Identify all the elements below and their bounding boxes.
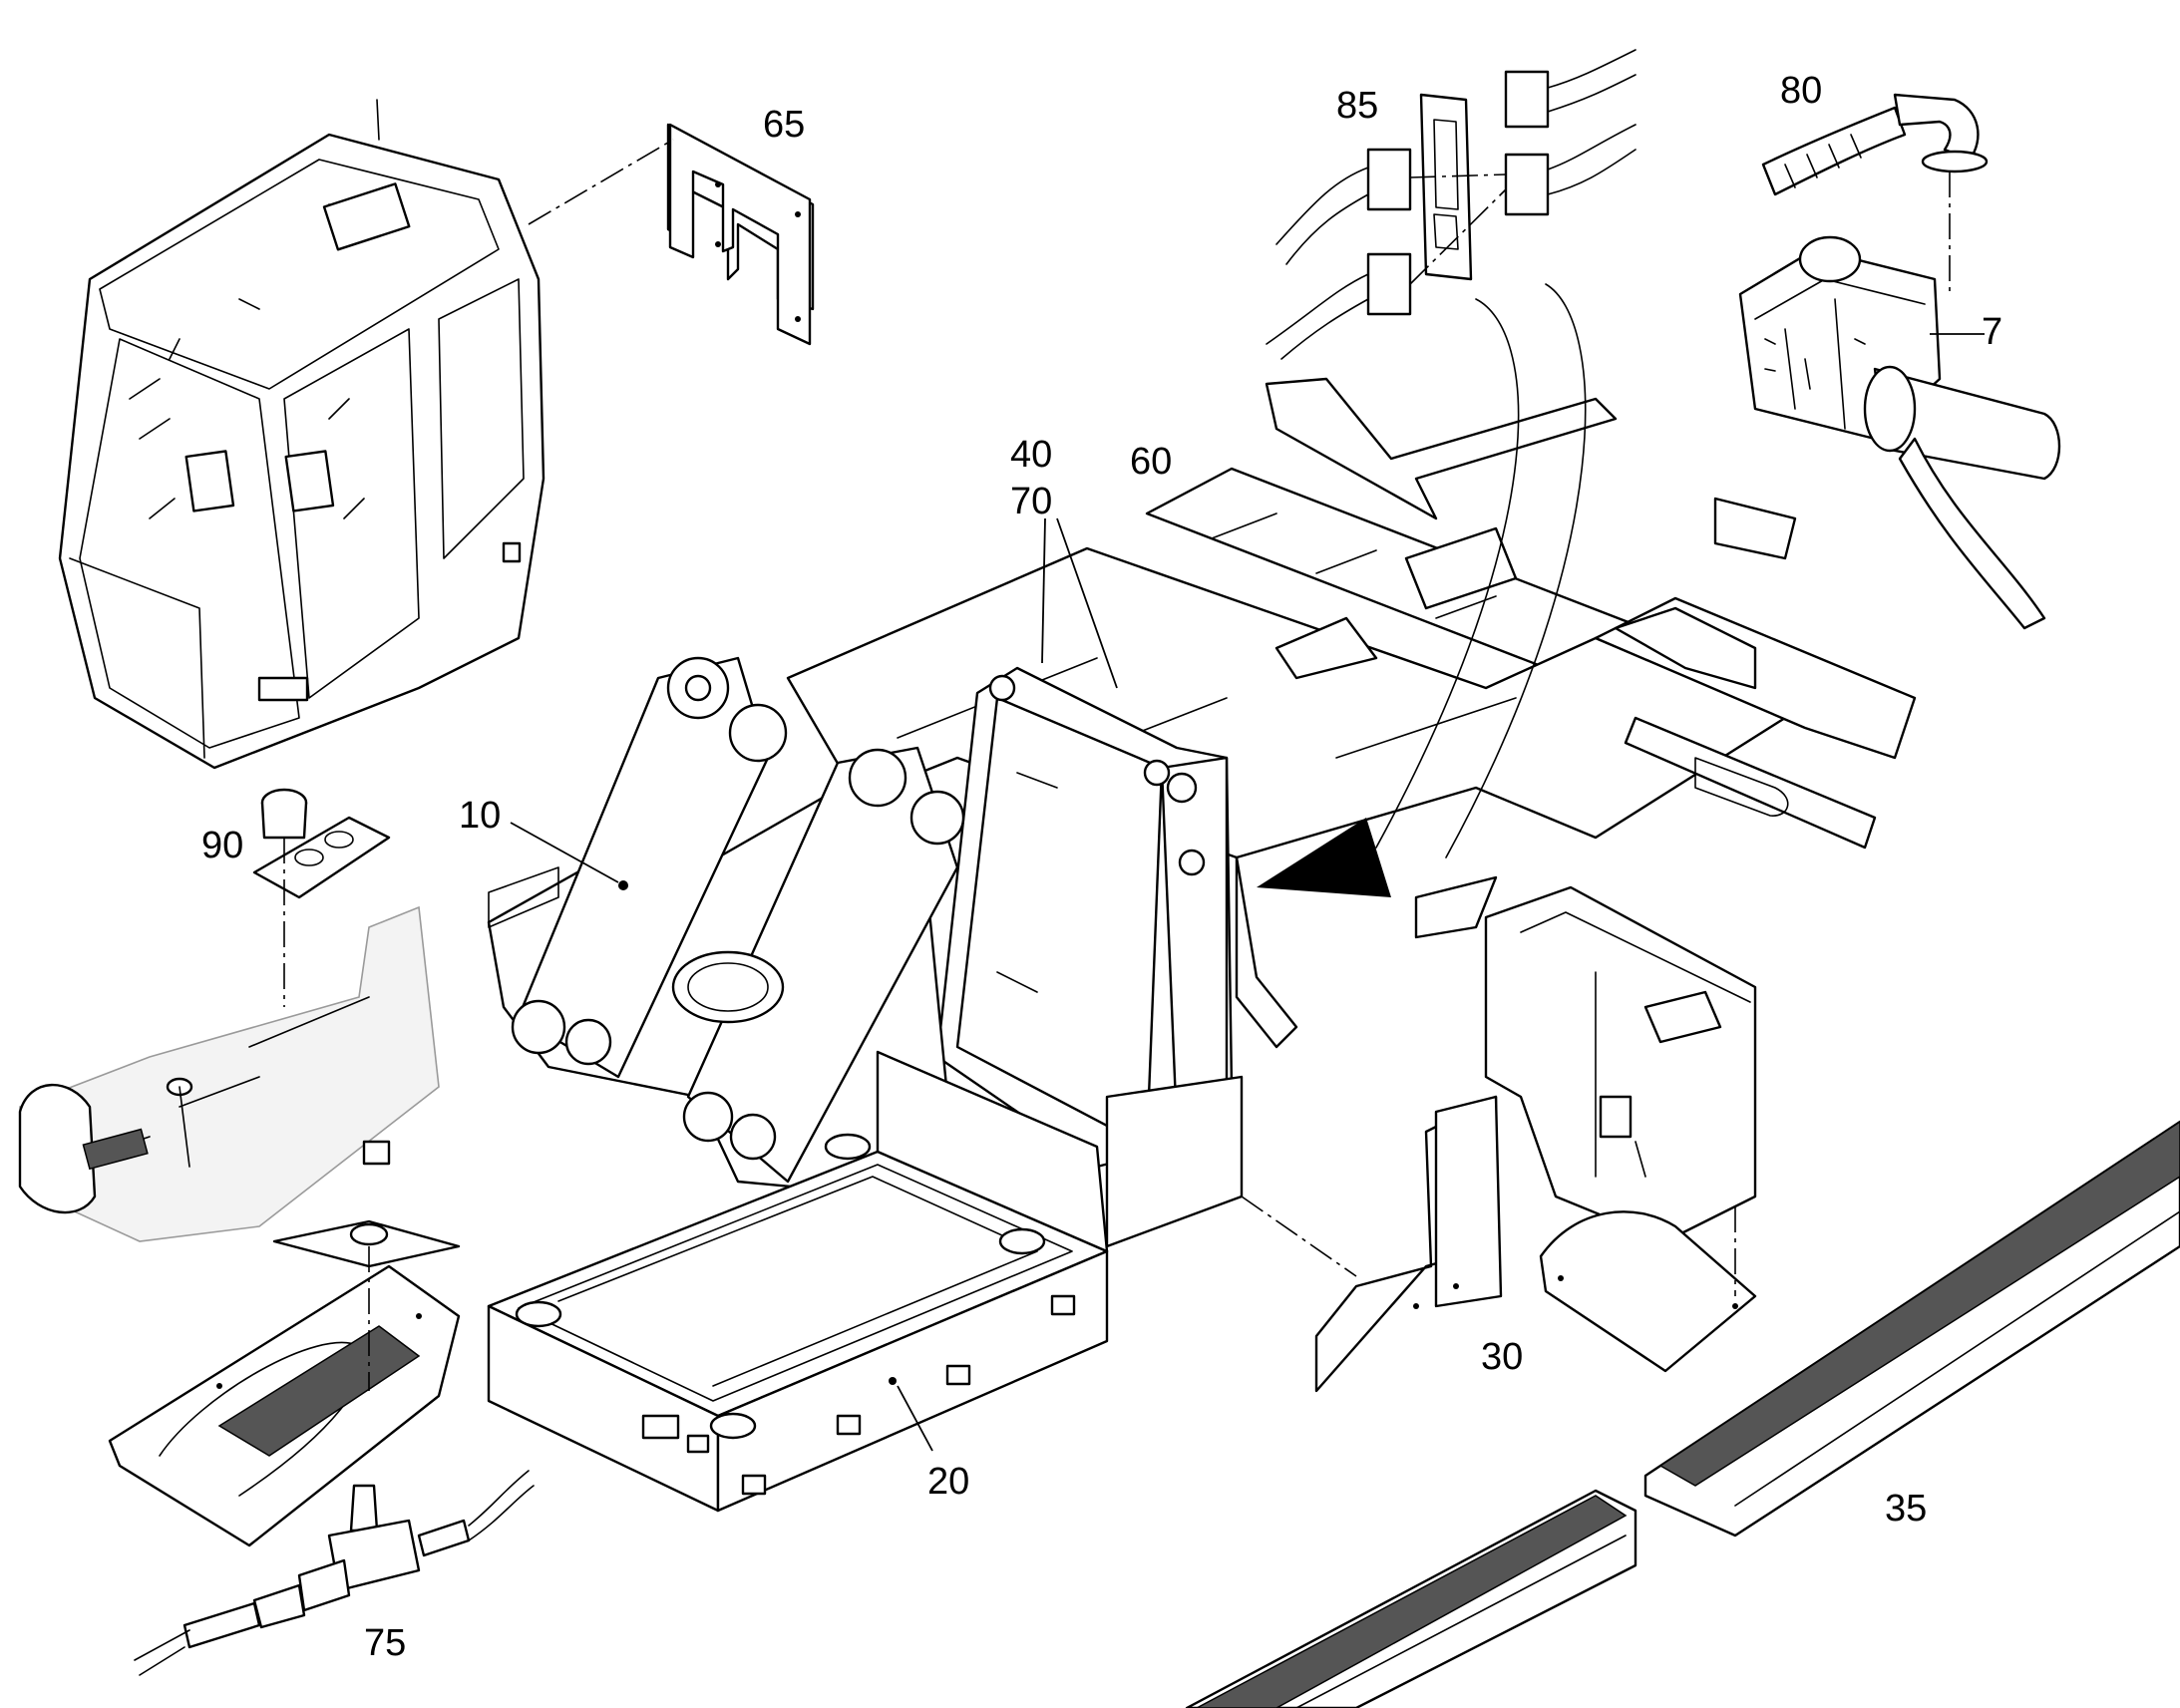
- callout-65: 65: [763, 104, 805, 146]
- callout-80: 80: [1780, 70, 1822, 112]
- hose-80: [1761, 93, 1989, 294]
- callout-75: 75: [364, 1622, 406, 1664]
- callout-35: 35: [1885, 1488, 1927, 1530]
- connector-set-85: [1266, 49, 1636, 360]
- control-console: [18, 905, 440, 1242]
- tank-assembly: [1484, 885, 1757, 1243]
- plate-65: [528, 123, 815, 346]
- leader-lines: [510, 333, 1985, 1452]
- valve-fitting-75: [134, 1470, 535, 1676]
- floor-plate-assembly: [108, 1219, 461, 1547]
- callout-40: 40: [1010, 434, 1052, 476]
- seat-switch-90: [252, 788, 391, 1007]
- cover-plate: [1539, 1206, 1757, 1373]
- base-box-20: [487, 1050, 1244, 1513]
- direction-arrow: [1257, 283, 1587, 897]
- boom-bracket-40-70: [935, 666, 1234, 1169]
- callout-10: 10: [459, 795, 501, 837]
- callout-labels: 65 85 80 7 40 70 60 10 90 30 20 35 75: [201, 70, 2002, 1664]
- callout-70: 70: [1010, 481, 1052, 522]
- callout-60: 60: [1130, 441, 1172, 483]
- callout-85: 85: [1336, 85, 1378, 127]
- callout-90: 90: [201, 825, 243, 866]
- step-lower: [1185, 1489, 1637, 1708]
- bracket-30: [1241, 1095, 1503, 1393]
- step-35: [1643, 1120, 2180, 1537]
- callout-7: 7: [1982, 311, 2002, 353]
- callout-30: 30: [1481, 1336, 1523, 1378]
- pump-assembly-7: [1738, 235, 2061, 630]
- boom-foot-10: [487, 656, 965, 1198]
- operator-cab: [58, 99, 545, 770]
- callout-20: 20: [927, 1461, 969, 1503]
